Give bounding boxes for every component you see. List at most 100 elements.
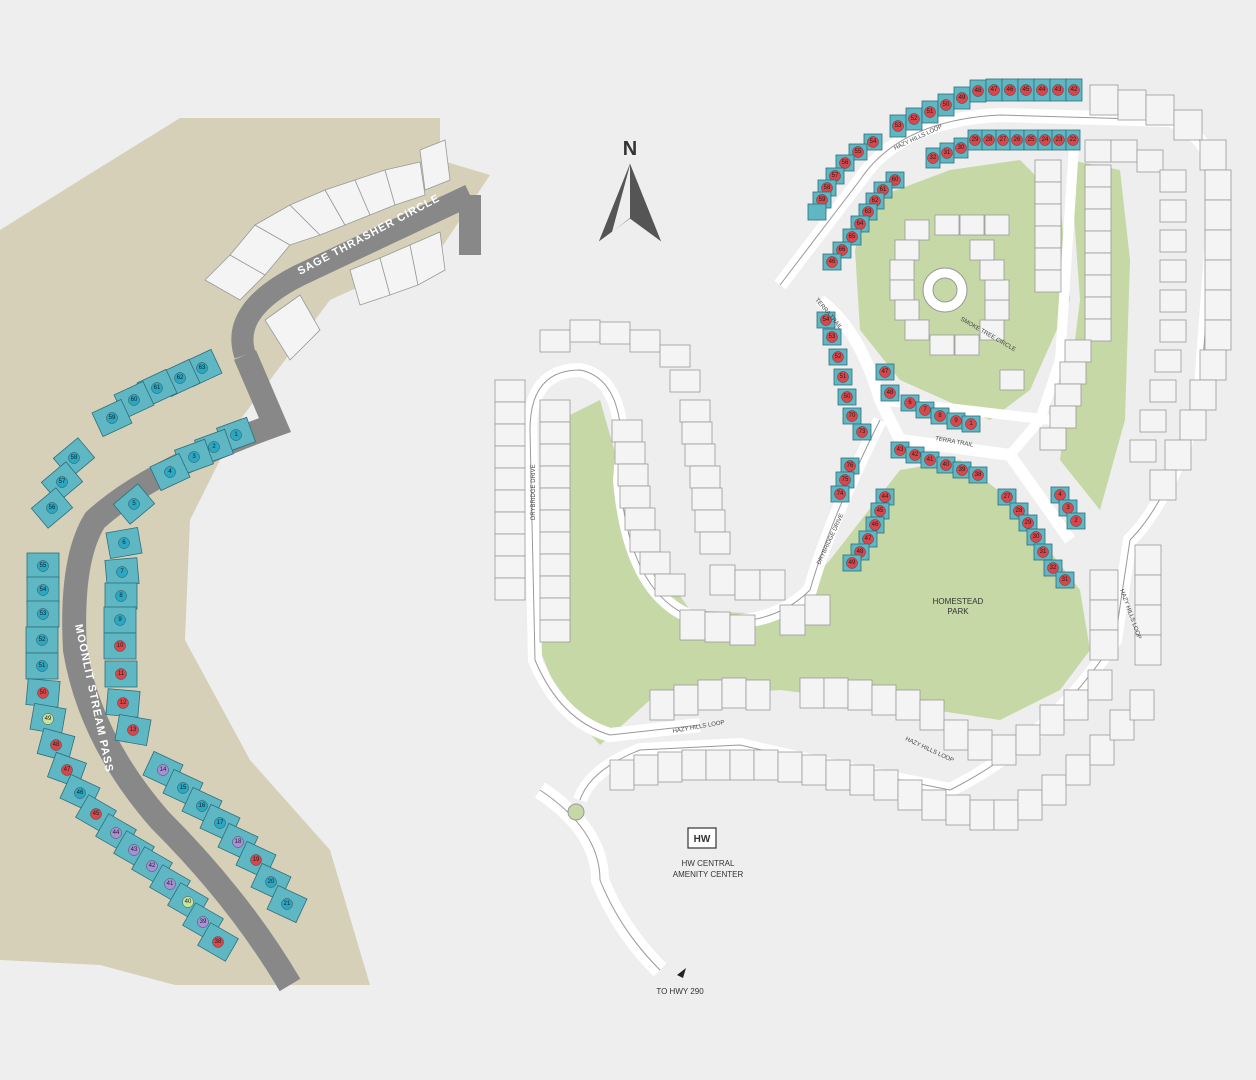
- lot-marker[interactable]: [250, 854, 262, 866]
- lot-marker[interactable]: [36, 660, 48, 672]
- lot-marker[interactable]: [934, 410, 946, 422]
- lot-marker[interactable]: [61, 764, 73, 776]
- lot-marker[interactable]: [116, 566, 128, 578]
- lot-marker[interactable]: [1070, 515, 1082, 527]
- lot-marker[interactable]: [1052, 84, 1064, 96]
- lot-marker[interactable]: [1037, 546, 1049, 558]
- lot-marker[interactable]: [856, 426, 868, 438]
- lot-marker[interactable]: [844, 460, 856, 472]
- lot-marker[interactable]: [46, 502, 58, 514]
- lot-marker[interactable]: [56, 476, 68, 488]
- lot-marker[interactable]: [1036, 84, 1048, 96]
- lot-marker[interactable]: [281, 898, 293, 910]
- lot-marker[interactable]: [969, 134, 981, 146]
- lot-marker[interactable]: [208, 441, 220, 453]
- lot-marker[interactable]: [846, 231, 858, 243]
- lot-marker[interactable]: [90, 808, 102, 820]
- lot-marker[interactable]: [114, 614, 126, 626]
- lot-marker[interactable]: [196, 800, 208, 812]
- lot-marker[interactable]: [74, 787, 86, 799]
- lot-marker[interactable]: [841, 391, 853, 403]
- lot-marker[interactable]: [128, 498, 140, 510]
- lot-marker[interactable]: [1053, 134, 1065, 146]
- lot-marker[interactable]: [832, 351, 844, 363]
- lot-marker[interactable]: [164, 466, 176, 478]
- lot-marker[interactable]: [146, 860, 158, 872]
- lot-marker[interactable]: [908, 113, 920, 125]
- lot-marker[interactable]: [874, 505, 886, 517]
- lot-marker[interactable]: [956, 92, 968, 104]
- lot-marker[interactable]: [836, 244, 848, 256]
- lot-marker[interactable]: [1004, 84, 1016, 96]
- lot-marker[interactable]: [846, 557, 858, 569]
- lot-marker[interactable]: [114, 640, 126, 652]
- lot-marker[interactable]: [42, 713, 54, 725]
- lot-marker[interactable]: [265, 876, 277, 888]
- lot-marker[interactable]: [37, 608, 49, 620]
- lot-marker[interactable]: [955, 142, 967, 154]
- lot-marker[interactable]: [837, 371, 849, 383]
- lot-marker[interactable]: [879, 366, 891, 378]
- lot-marker[interactable]: [869, 519, 881, 531]
- lot-marker[interactable]: [956, 464, 968, 476]
- lot-marker[interactable]: [988, 84, 1000, 96]
- lot-marker[interactable]: [826, 331, 838, 343]
- lot-marker[interactable]: [997, 134, 1009, 146]
- lot-marker[interactable]: [1011, 134, 1023, 146]
- lot-marker[interactable]: [941, 147, 953, 159]
- lot-marker[interactable]: [919, 404, 931, 416]
- lot-marker[interactable]: [197, 916, 209, 928]
- lot-marker[interactable]: [196, 362, 208, 374]
- lot-marker[interactable]: [924, 106, 936, 118]
- lot-marker[interactable]: [909, 449, 921, 461]
- lot-marker[interactable]: [1001, 491, 1013, 503]
- lot-marker[interactable]: [212, 936, 224, 948]
- lot-marker[interactable]: [892, 120, 904, 132]
- lot-marker[interactable]: [904, 397, 916, 409]
- lot-marker[interactable]: [820, 314, 832, 326]
- lot-marker[interactable]: [1067, 134, 1079, 146]
- lot-marker[interactable]: [37, 687, 49, 699]
- lot-marker[interactable]: [1068, 84, 1080, 96]
- lot-marker[interactable]: [940, 99, 952, 111]
- lot-marker[interactable]: [106, 412, 118, 424]
- lot-marker[interactable]: [37, 584, 49, 596]
- lot-marker[interactable]: [115, 668, 127, 680]
- lot-marker[interactable]: [164, 878, 176, 890]
- lot-marker[interactable]: [118, 537, 130, 549]
- lot-marker[interactable]: [1039, 134, 1051, 146]
- lot-marker[interactable]: [182, 896, 194, 908]
- lot-marker[interactable]: [826, 256, 838, 268]
- lot-marker[interactable]: [940, 459, 952, 471]
- lot-marker[interactable]: [867, 136, 879, 148]
- lot-marker[interactable]: [174, 372, 186, 384]
- lot-marker[interactable]: [950, 415, 962, 427]
- lot-marker[interactable]: [232, 836, 244, 848]
- lot-marker[interactable]: [839, 157, 851, 169]
- lot-marker[interactable]: [1025, 134, 1037, 146]
- lot-marker[interactable]: [214, 817, 226, 829]
- lot-marker[interactable]: [1059, 574, 1071, 586]
- lot-marker[interactable]: [965, 418, 977, 430]
- lot-marker[interactable]: [36, 634, 48, 646]
- lot-marker[interactable]: [1020, 84, 1032, 96]
- lot-marker[interactable]: [117, 697, 129, 709]
- lot-marker[interactable]: [983, 134, 995, 146]
- lot-marker[interactable]: [834, 488, 846, 500]
- lot-marker[interactable]: [68, 452, 80, 464]
- lot-marker[interactable]: [151, 382, 163, 394]
- lot-marker[interactable]: [972, 469, 984, 481]
- lot-marker[interactable]: [924, 454, 936, 466]
- lot-marker[interactable]: [230, 429, 242, 441]
- lot-marker[interactable]: [128, 844, 140, 856]
- lot-marker[interactable]: [894, 444, 906, 456]
- lot-marker[interactable]: [879, 491, 891, 503]
- lot-marker[interactable]: [839, 474, 851, 486]
- lot-marker[interactable]: [50, 739, 62, 751]
- lot-marker[interactable]: [128, 394, 140, 406]
- lot-marker[interactable]: [1022, 517, 1034, 529]
- lot-marker[interactable]: [115, 590, 127, 602]
- lot-marker[interactable]: [1030, 531, 1042, 543]
- lot-marker[interactable]: [1047, 562, 1059, 574]
- lot-marker[interactable]: [884, 387, 896, 399]
